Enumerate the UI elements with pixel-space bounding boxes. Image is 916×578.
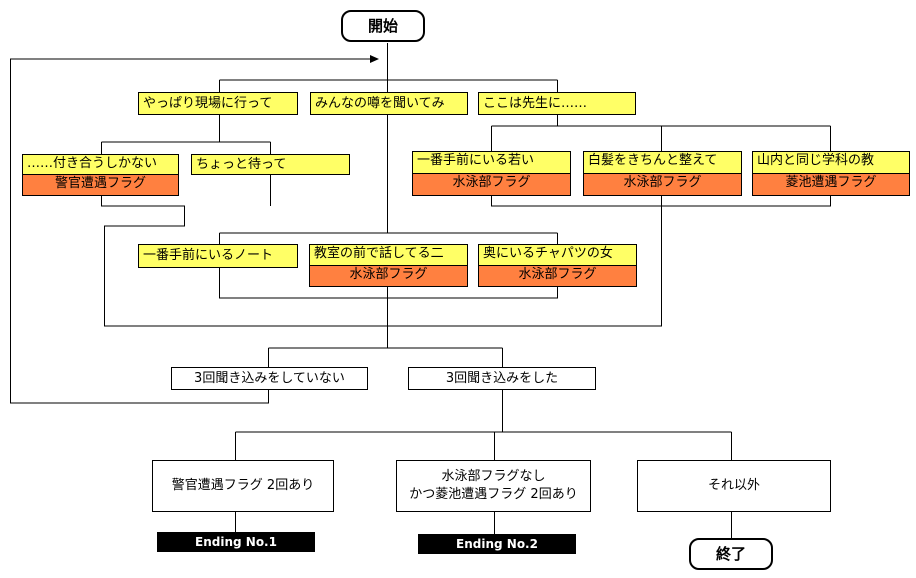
- check-not-done: 3回聞き込みをしていない: [171, 367, 368, 390]
- result-label: それ以外: [707, 478, 760, 493]
- ending-label: Ending No.2: [456, 537, 538, 551]
- flag-label: 警官遭遇フラグ: [23, 175, 178, 195]
- check-done: 3回聞き込みをした: [408, 367, 596, 390]
- result-police-flag: 警官遭遇フラグ 2回あり: [152, 460, 334, 512]
- flag-label: 水泳部フラグ: [479, 265, 636, 286]
- choice-label: ちょっと待って: [196, 157, 287, 172]
- connector-c-join: [491, 196, 831, 207]
- result-swim-flag: 水泳部フラグなし かつ菱池遭遇フラグ 2回あり: [396, 460, 591, 512]
- connector-branch-c: [491, 115, 831, 151]
- choice-label: 一番手前にいる若い: [413, 152, 570, 174]
- choice-brown-hair-girl: 奥にいるチャパツの女 水泳部フラグ: [478, 244, 637, 287]
- flag-label: 水泳部フラグ: [413, 173, 570, 195]
- start-node: 開始: [341, 10, 425, 42]
- choice-label: 一番手前にいるノート: [143, 248, 274, 263]
- result-label: 警官遭遇フラグ 2回あり: [171, 478, 315, 493]
- arrowhead-icon: [370, 55, 379, 63]
- connector-check-split: [268, 347, 503, 367]
- choice-label: 奥にいるチャパツの女: [479, 245, 636, 266]
- choice-label: やっぱり現場に行って: [143, 96, 273, 111]
- choice-ask-rumors: みんなの噂を聞いてみ: [310, 92, 468, 115]
- connector-result-split: [235, 390, 732, 460]
- choice-go-along: ……付き合うしかない 警官遭遇フラグ: [22, 154, 179, 196]
- result-label-line1: 水泳部フラグなし: [441, 469, 546, 484]
- end-node: 終了: [689, 538, 773, 570]
- choice-label: ここは先生に……: [483, 96, 588, 111]
- connector-loop-back: [10, 58, 372, 404]
- start-label: 開始: [367, 17, 398, 35]
- flag-label: 水泳部フラグ: [310, 265, 467, 286]
- ending-label: Ending No.1: [195, 535, 277, 549]
- choice-label: 教室の前で話してる二: [310, 245, 467, 266]
- choice-label: 白髪をきちんと整えて: [584, 152, 741, 174]
- choice-young-front: 一番手前にいる若い 水泳部フラグ: [412, 151, 571, 196]
- ending-2: Ending No.2: [418, 534, 576, 554]
- connector-a-return: [101, 196, 662, 327]
- connector-branch-a: [101, 115, 271, 154]
- choice-white-hair: 白髪をきちんと整えて 水泳部フラグ: [583, 151, 742, 196]
- connector-branch-b: [219, 115, 558, 244]
- result-other: それ以外: [637, 460, 831, 512]
- choice-two-talking: 教室の前で話してる二 水泳部フラグ: [309, 244, 468, 287]
- ending-1: Ending No.1: [157, 532, 315, 552]
- choice-label: 山内と同じ学科の教: [753, 152, 909, 174]
- choice-go-to-scene: やっぱり現場に行って: [138, 92, 298, 115]
- connector-split-1: [219, 79, 558, 92]
- end-label: 終了: [715, 545, 746, 563]
- check-label: 3回聞き込みをした: [445, 371, 559, 386]
- choice-ask-teacher: ここは先生に……: [478, 92, 636, 115]
- connector-b-return: [219, 268, 558, 348]
- flag-label: 菱池遭遇フラグ: [753, 173, 909, 195]
- result-label-line2: かつ菱池遭遇フラグ 2回あり: [409, 487, 578, 502]
- flag-label: 水泳部フラグ: [584, 173, 741, 195]
- choice-wait: ちょっと待って: [191, 154, 350, 175]
- choice-label: ……付き合うしかない: [23, 155, 178, 175]
- choice-same-dept-teacher: 山内と同じ学科の教 菱池遭遇フラグ: [752, 151, 910, 196]
- check-label: 3回聞き込みをしていない: [194, 371, 345, 386]
- choice-label: みんなの噂を聞いてみ: [315, 96, 445, 111]
- choice-notebook-front: 一番手前にいるノート: [138, 244, 298, 268]
